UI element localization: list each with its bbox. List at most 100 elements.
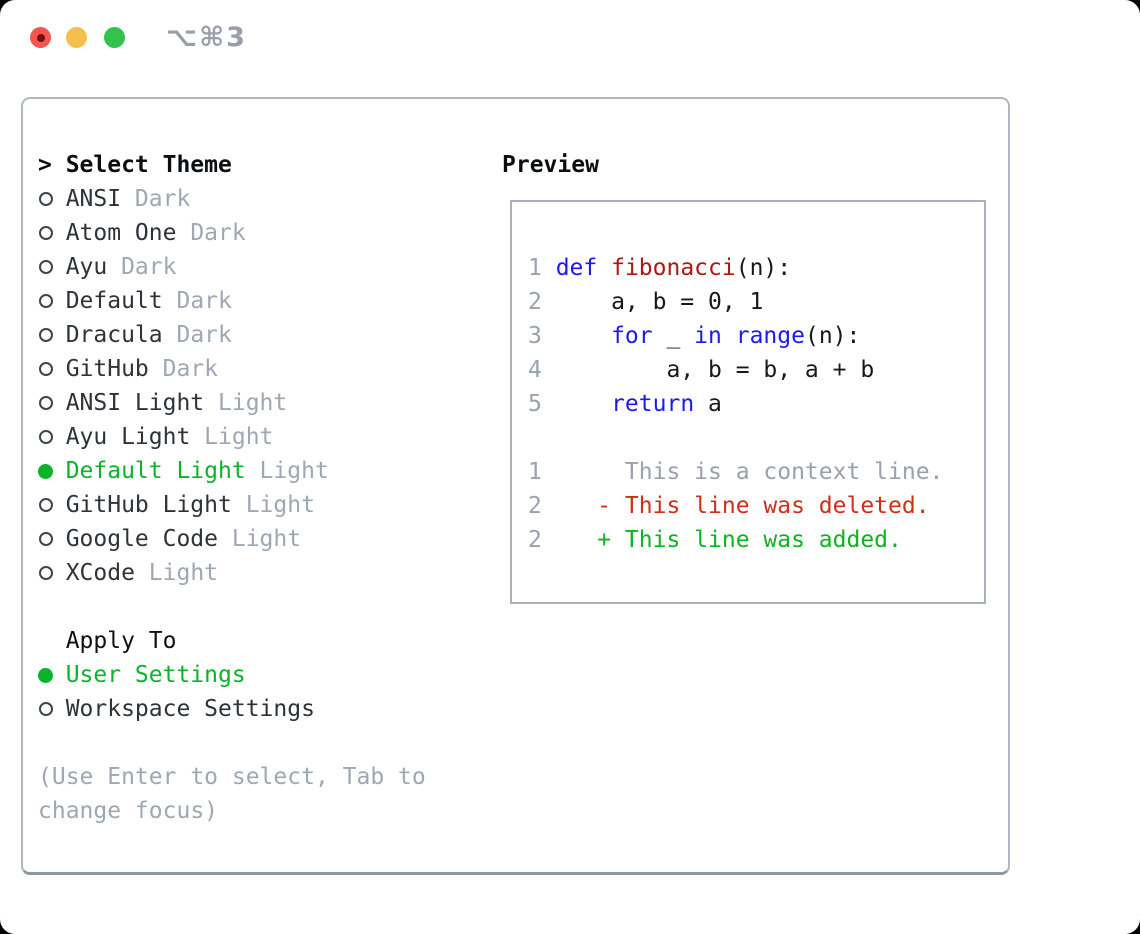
radio-selected-icon [38, 463, 53, 479]
code-token: - This line was deleted. [555, 493, 930, 519]
radio-cell [38, 667, 66, 683]
theme-label: Ayu Light [65, 424, 191, 450]
theme-label: Google Code [65, 526, 219, 552]
code-line: 1 This is a context line. [528, 455, 943, 489]
theme-option-github-light[interactable]: GitHub Light Light [38, 488, 426, 522]
code-line [528, 421, 943, 455]
apply-to-header: Apply To [38, 624, 426, 658]
theme-variant-label: Light [134, 560, 219, 586]
select-theme-header: >Select Theme [38, 148, 426, 182]
theme-variant-label: Dark [162, 288, 232, 314]
radio-unselected-icon [39, 498, 53, 512]
code-line: 2 + This line was added. [528, 523, 943, 557]
theme-label: GitHub [65, 356, 149, 382]
keyboard-shortcut-label: ⌥⌘3 [166, 21, 247, 53]
radio-unselected-icon [39, 362, 53, 376]
radio-cell [38, 396, 66, 410]
theme-option-default[interactable]: Default Dark [38, 284, 426, 318]
code-token [597, 255, 611, 281]
theme-label: Atom One [65, 220, 177, 246]
hint-text: (Use Enter to select, Tab to [38, 764, 426, 790]
code-line: 4 a, b = b, a + b [528, 353, 943, 387]
radio-unselected-icon [39, 532, 53, 546]
preview-title: Preview [502, 152, 599, 178]
code-token: for [611, 323, 653, 349]
radio-unselected-icon [39, 328, 53, 342]
radio-cell [38, 463, 66, 479]
radio-cell [38, 294, 66, 308]
theme-variant-label: Light [218, 526, 302, 552]
theme-option-ansi-light[interactable]: ANSI Light Light [38, 386, 426, 420]
hint-text: change focus) [38, 798, 219, 824]
theme-option-google-code[interactable]: Google Code Light [38, 522, 426, 556]
theme-label: Dracula [65, 322, 163, 348]
code-token: range [735, 323, 805, 349]
theme-option-github[interactable]: GitHub Dark [38, 352, 426, 386]
code-token: return [611, 391, 695, 417]
line-number: 2 [528, 493, 542, 519]
code-line: 2 - This line was deleted. [528, 489, 943, 523]
radio-cell [38, 498, 66, 512]
code-line: 1 def fibonacci(n): [528, 251, 943, 285]
code-token: + This line was added. [555, 527, 902, 553]
radio-cell [38, 226, 66, 240]
radio-cell [38, 532, 66, 546]
theme-label: Default Light [65, 458, 246, 484]
radio-selected-icon [38, 667, 53, 683]
radio-cell [38, 328, 66, 342]
theme-variant-label: Dark [176, 220, 246, 246]
radio-cell [38, 702, 66, 716]
radio-unselected-icon [39, 396, 53, 410]
code-line: 3 for _ in range(n): [528, 319, 943, 353]
line-number: 2 [528, 527, 542, 553]
theme-variant-label: Light [190, 424, 274, 450]
theme-variant-label: Light [204, 390, 288, 416]
apply-option-label: Workspace Settings [65, 696, 315, 722]
theme-option-dracula[interactable]: Dracula Dark [38, 318, 426, 352]
theme-option-ayu-light[interactable]: Ayu Light Light [38, 420, 426, 454]
code-line: 2 a, b = 0, 1 [528, 285, 943, 319]
code-token: _ [652, 323, 695, 349]
line-number: 1 [528, 459, 542, 485]
radio-unselected-icon [39, 226, 53, 240]
theme-option-ayu[interactable]: Ayu Dark [38, 250, 426, 284]
unsaved-dot-icon [36, 33, 45, 42]
radio-cell [38, 192, 66, 206]
code-token: fibonacci [611, 255, 736, 281]
code-line: 5 return a [528, 387, 943, 421]
code-token: (n): [804, 323, 861, 349]
theme-option-atom-one[interactable]: Atom One Dark [38, 216, 426, 250]
code-token [722, 323, 736, 349]
code-token: in [694, 323, 722, 349]
radio-unselected-icon [39, 566, 53, 580]
code-token: def [555, 255, 598, 281]
prompt-icon: > [38, 152, 52, 178]
theme-option-ansi[interactable]: ANSI Dark [38, 182, 426, 216]
code-token: a, b = 0, 1 [555, 289, 764, 315]
code-token: (n): [735, 255, 792, 281]
theme-option-xcode[interactable]: XCode Light [38, 556, 426, 590]
code-token: a [694, 391, 722, 417]
theme-label: Default [65, 288, 163, 314]
line-number: 1 [528, 255, 542, 281]
apply-option-workspace-settings[interactable]: Workspace Settings [38, 692, 426, 726]
apply-option-user-settings[interactable]: User Settings [38, 658, 426, 692]
theme-option-default-light[interactable]: Default Light Light [38, 454, 426, 488]
radio-cell [38, 362, 66, 376]
minimize-button[interactable] [66, 27, 87, 48]
theme-variant-label: Dark [121, 186, 191, 212]
maximize-button[interactable] [104, 27, 125, 48]
theme-variant-label: Dark [162, 322, 232, 348]
close-button[interactable] [30, 27, 51, 48]
spacer [38, 726, 426, 760]
theme-label: ANSI [65, 186, 122, 212]
theme-label: ANSI Light [65, 390, 205, 416]
code-token [556, 391, 611, 417]
code-token [556, 323, 611, 349]
radio-unselected-icon [39, 702, 53, 716]
